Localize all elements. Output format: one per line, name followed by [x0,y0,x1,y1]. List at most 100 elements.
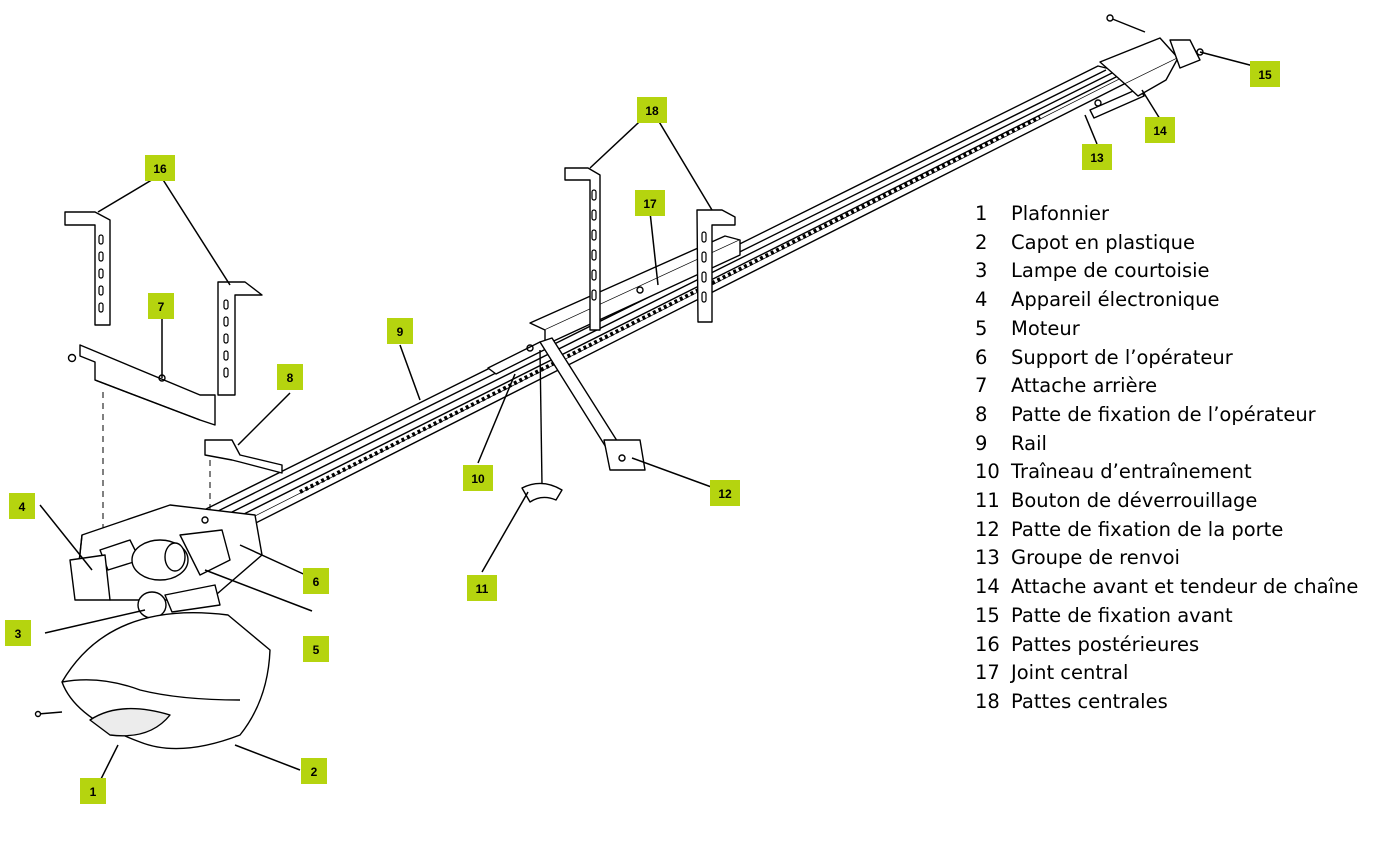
svg-text:4: 4 [19,500,26,514]
legend-item-label: Rail [1011,431,1047,455]
legend-item: 9 Rail [975,430,1385,459]
svg-text:18: 18 [645,104,659,118]
callout-16: 16 [145,155,175,181]
legend-item-number: 2 [975,230,988,254]
svg-text:14: 14 [1153,124,1167,138]
plastic-cover [34,612,271,750]
legend-item: 11 Bouton de déverrouillage [975,487,1385,516]
callout-2: 2 [301,758,327,784]
callout-13: 13 [1082,144,1112,170]
callout-9: 9 [387,318,413,344]
legend-item-number: 14 [975,575,1000,599]
svg-text:9: 9 [397,325,404,339]
callout-10: 10 [463,465,493,491]
legend-item-number: 4 [975,288,988,312]
legend-item: 10 Traîneau d’entraînement [975,458,1385,487]
parts-legend: 1 Plafonnier 2 Capot en plastique 3 Lampe d… [975,200,1385,717]
rail [199,65,1131,536]
legend-item-number: 15 [975,603,1000,627]
svg-text:7: 7 [158,300,165,314]
legend-item-number: 12 [975,517,1000,541]
svg-text:2: 2 [311,765,318,779]
legend-item: 1 Plafonnier [975,200,1385,229]
legend-item-label: Patte de fixation de la porte [1011,517,1284,541]
legend-item-label: Support de l’opérateur [1011,345,1233,369]
svg-text:1: 1 [90,785,97,799]
svg-text:3: 3 [15,627,22,641]
legend-item-label: Appareil électronique [1011,288,1220,312]
callout-11: 11 [467,575,497,601]
legend-item-label: Moteur [1011,316,1080,340]
legend-item-number: 9 [975,431,988,455]
rear-attachment [67,344,216,426]
svg-text:10: 10 [471,472,485,486]
svg-text:15: 15 [1258,68,1272,82]
legend-item-number: 11 [975,489,1000,513]
callout-6: 6 [303,568,329,594]
svg-text:17: 17 [643,197,657,211]
legend-item-label: Attache arrière [1011,374,1158,398]
legend-item: 18 Pattes centrales [975,688,1385,717]
legend-item-label: Capot en plastique [1011,230,1195,254]
callout-17: 17 [635,190,665,216]
legend-item: 2 Capot en plastique [975,229,1385,258]
svg-text:12: 12 [718,487,732,501]
legend-item-number: 17 [975,661,1000,685]
legend-item-label: Groupe de renvoi [1011,546,1180,570]
legend-item-label: Patte de fixation de l’opérateur [1011,402,1316,426]
legend-item: 15 Patte de fixation avant [975,602,1385,631]
legend-item: 8 Patte de fixation de l’opérateur [975,401,1385,430]
svg-text:16: 16 [153,162,167,176]
release-cord [521,349,563,503]
operator-bracket [204,439,283,474]
center-brackets [564,167,736,331]
legend-item-label: Plafonnier [1011,202,1110,225]
legend-item: 6 Support de l’opérateur [975,344,1385,373]
legend-item-number: 13 [975,546,1000,570]
legend-item-label: Pattes centrales [1011,689,1168,713]
legend-item: 13 Groupe de renvoi [975,544,1385,573]
front-assembly [1089,14,1204,119]
callout-4: 4 [9,493,35,519]
legend-item: 12 Patte de fixation de la porte [975,516,1385,545]
legend-item: 3 Lampe de courtoisie [975,257,1385,286]
legend-item-number: 6 [975,345,988,369]
callout-8: 8 [277,364,303,390]
callout-15: 15 [1250,61,1280,87]
svg-text:11: 11 [476,582,489,596]
legend-item-label: Attache avant et tendeur de chaîne [1011,575,1359,599]
callout-1: 1 [80,778,106,804]
callout-14: 14 [1145,117,1175,143]
svg-text:8: 8 [287,371,294,385]
legend-item-number: 16 [975,632,1000,656]
callout-12: 12 [710,480,740,506]
callout-3: 3 [5,620,31,646]
legend-item-label: Lampe de courtoisie [1011,259,1210,283]
callout-badges: 1 2 3 4 5 6 7 8 9 10 11 12 13 14 15 16 1… [5,61,1280,804]
svg-text:6: 6 [313,575,320,589]
rear-brackets [64,211,263,396]
legend-item-label: Traîneau d’entraînement [1011,460,1252,484]
legend-item-label: Bouton de déverrouillage [1011,489,1258,513]
svg-text:5: 5 [313,643,320,657]
legend-item-number: 18 [975,689,1000,713]
legend-item-number: 1 [975,202,988,225]
power-head [69,504,263,619]
legend-item: 4 Appareil électronique [975,286,1385,315]
svg-text:13: 13 [1090,151,1104,165]
legend-item-number: 10 [975,460,1000,484]
door-arm [539,337,646,471]
legend-item: 16 Pattes postérieures [975,631,1385,660]
legend-item-number: 3 [975,259,988,283]
callout-5: 5 [303,636,329,662]
legend-item-label: Patte de fixation avant [1011,603,1233,627]
legend-item-label: Pattes postérieures [1011,632,1200,656]
callout-7: 7 [148,293,174,319]
legend-item-number: 8 [975,402,988,426]
legend-item: 14 Attache avant et tendeur de chaîne [975,573,1385,602]
